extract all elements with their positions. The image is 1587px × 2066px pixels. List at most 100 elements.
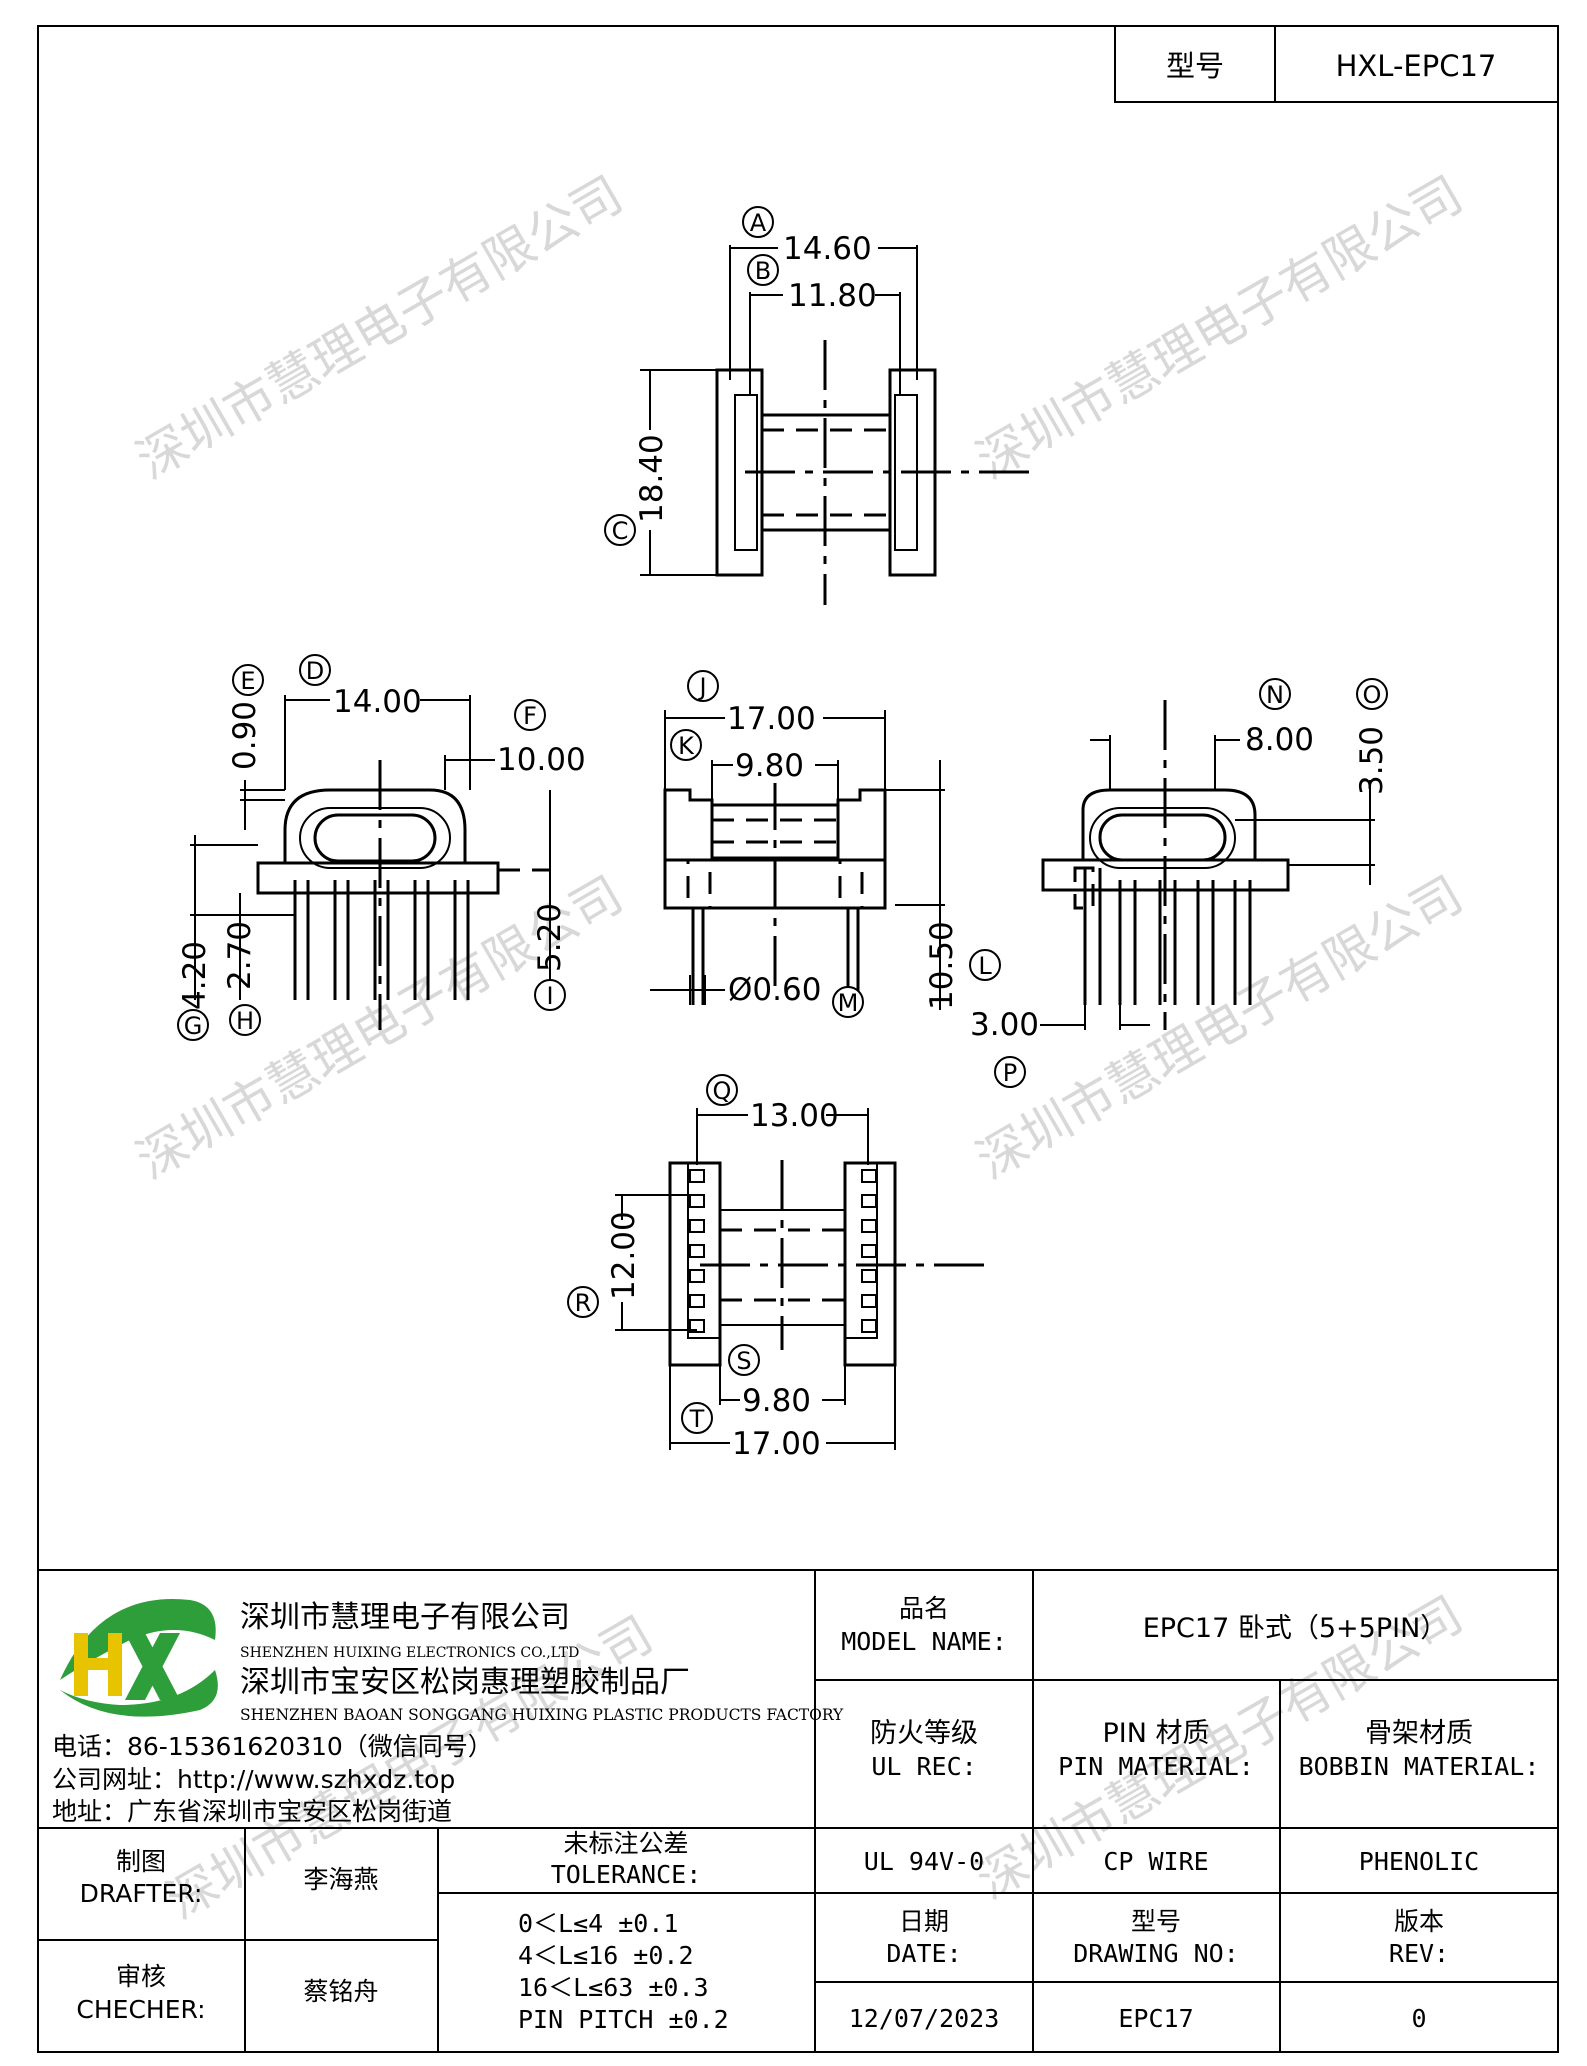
dim-h: 2.70 — [222, 921, 258, 990]
side-view — [650, 710, 945, 1010]
checker-label-cn: 审核 — [116, 1962, 166, 1991]
tolerance-line: 4＜L≤16 ±0.2 — [518, 1941, 694, 1970]
header-model-box: 型号 HXL-EPC17 — [1114, 25, 1559, 103]
dim-k: 9.80 — [735, 748, 804, 784]
balloon-i: I — [534, 979, 566, 1011]
drawing-no-label-en: DRAWING NO: — [1073, 1939, 1239, 1968]
drawing-no-value: EPC17 — [1118, 2004, 1193, 2033]
model-name-label-cn: 品名 — [899, 1594, 949, 1623]
dim-o: 3.50 — [1354, 726, 1390, 795]
balloon-o: O — [1356, 678, 1388, 710]
balloon-a: A — [742, 206, 774, 238]
balloon-e: E — [232, 664, 264, 696]
drafter-label-cn: 制图 — [116, 1847, 166, 1876]
dimension-labels: 14.60 11.80 18.40 14.00 10.00 0.90 4.20 … — [177, 230, 1390, 1462]
fire-rating-value: UL 94V-0 — [864, 1847, 984, 1876]
balloons: A B C D E F G H I J K L M N O P Q R S T — [177, 206, 1388, 1434]
sheet-border — [37, 25, 1559, 2053]
balloon-c: C — [604, 514, 636, 546]
svg-text:C: C — [612, 517, 629, 545]
svg-text:I: I — [546, 982, 553, 1010]
checker-label-en: CHECHER: — [76, 1995, 205, 2024]
pin-material-label-en: PIN MATERIAL: — [1058, 1752, 1254, 1781]
dim-r: 12.00 — [606, 1211, 642, 1300]
company-name-en: SHENZHEN HUIXING ELECTRONICS CO.,LTD — [240, 1645, 579, 1661]
svg-text:L: L — [978, 952, 992, 980]
balloon-r: R — [567, 1286, 599, 1318]
factory-name-cn: 深圳市宝安区松岗惠理塑胶制品厂 — [240, 1665, 690, 1700]
header-model-label: 型号 — [1166, 49, 1224, 83]
tolerance-line: 16＜L≤63 ±0.3 — [518, 1973, 709, 2002]
pin-material-value: CP WIRE — [1103, 1847, 1208, 1876]
balloon-m: M — [832, 986, 864, 1018]
svg-text:H: H — [236, 1007, 254, 1035]
dim-c: 18.40 — [634, 434, 670, 523]
company-phone: 电话：86-15361620310（微信同号） — [52, 1732, 493, 1761]
balloon-t: T — [681, 1402, 713, 1434]
model-name-value: EPC17 卧式（5+5PIN） — [1143, 1613, 1448, 1644]
svg-text:E: E — [240, 667, 255, 695]
dim-f: 10.00 — [497, 742, 586, 778]
svg-text:D: D — [306, 657, 324, 685]
watermark: 深圳市慧理电子有限公司 — [967, 865, 1472, 1190]
svg-text:K: K — [678, 732, 695, 760]
fire-rating-label-en: UL REC: — [871, 1752, 976, 1781]
bobbin-material-label-en: BOBBIN MATERIAL: — [1299, 1752, 1540, 1781]
date-label-en: DATE: — [886, 1939, 961, 1968]
svg-text:O: O — [1363, 681, 1382, 709]
model-name-label-en: MODEL NAME: — [841, 1627, 1007, 1656]
balloon-g: G — [177, 1009, 209, 1041]
svg-text:B: B — [755, 257, 771, 285]
svg-text:N: N — [1266, 681, 1284, 709]
balloon-l: L — [969, 949, 1001, 981]
svg-text:G: G — [184, 1012, 203, 1040]
svg-text:F: F — [523, 702, 537, 730]
balloon-b: B — [747, 254, 779, 286]
dim-d: 14.00 — [333, 684, 422, 720]
tolerance-label-en: TOLERANCE: — [551, 1860, 702, 1889]
drawing-no-label-cn: 型号 — [1131, 1907, 1181, 1936]
drafter-label-en: DRAFTER: — [80, 1879, 203, 1908]
checker-value: 蔡铭舟 — [303, 1977, 378, 2006]
svg-text:M: M — [838, 989, 859, 1017]
bobbin-material-value: PHENOLIC — [1359, 1847, 1479, 1876]
front-view — [190, 695, 551, 1030]
balloon-s: S — [728, 1344, 760, 1376]
end-view — [1040, 700, 1375, 1030]
dim-g: 4.20 — [177, 941, 213, 1010]
balloon-n: N — [1259, 678, 1291, 710]
company-website: 公司网址：http://www.szhxdz.top — [52, 1765, 455, 1794]
svg-text:P: P — [1003, 1059, 1017, 1087]
balloon-f: F — [514, 699, 546, 731]
dim-m: Ø0.60 — [728, 972, 821, 1008]
svg-text:A: A — [750, 209, 767, 237]
watermark: 深圳市慧理电子有限公司 — [127, 165, 632, 490]
company-address: 地址：广东省深圳市宝安区松岗街道 — [52, 1797, 452, 1826]
pin-material-label-cn: PIN 材质 — [1102, 1718, 1209, 1749]
rev-value: 0 — [1411, 2004, 1426, 2033]
bobbin-material-label-cn: 骨架材质 — [1365, 1718, 1473, 1749]
factory-name-en: SHENZHEN BAOAN SONGGANG HUIXING PLASTIC … — [240, 1706, 844, 1724]
svg-text:J: J — [697, 673, 706, 701]
dim-b: 11.80 — [788, 278, 877, 314]
svg-text:T: T — [689, 1405, 705, 1433]
dim-i: 5.20 — [532, 903, 568, 972]
svg-text:R: R — [575, 1289, 592, 1317]
tolerance-line: 0＜L≤4 ±0.1 — [518, 1909, 678, 1938]
company-logo — [60, 1599, 218, 1717]
dim-s: 9.80 — [742, 1383, 811, 1419]
drafter-value: 李海燕 — [303, 1865, 378, 1894]
dim-q: 13.00 — [750, 1098, 839, 1134]
dim-e: 0.90 — [227, 701, 263, 770]
balloon-d: D — [299, 654, 331, 686]
balloon-q: Q — [706, 1074, 738, 1106]
dim-p: 3.00 — [970, 1007, 1039, 1043]
rev-label-en: REV: — [1389, 1939, 1449, 1968]
dim-n: 8.00 — [1245, 722, 1314, 758]
balloon-p: P — [994, 1056, 1026, 1088]
title-block: 深圳市慧理电子有限公司 SHENZHEN HUIXING ELECTRONICS… — [38, 1569, 1558, 2052]
watermark: 深圳市慧理电子有限公司 — [967, 165, 1472, 490]
date-value: 12/07/2023 — [849, 2004, 1000, 2033]
balloon-h: H — [229, 1004, 261, 1036]
